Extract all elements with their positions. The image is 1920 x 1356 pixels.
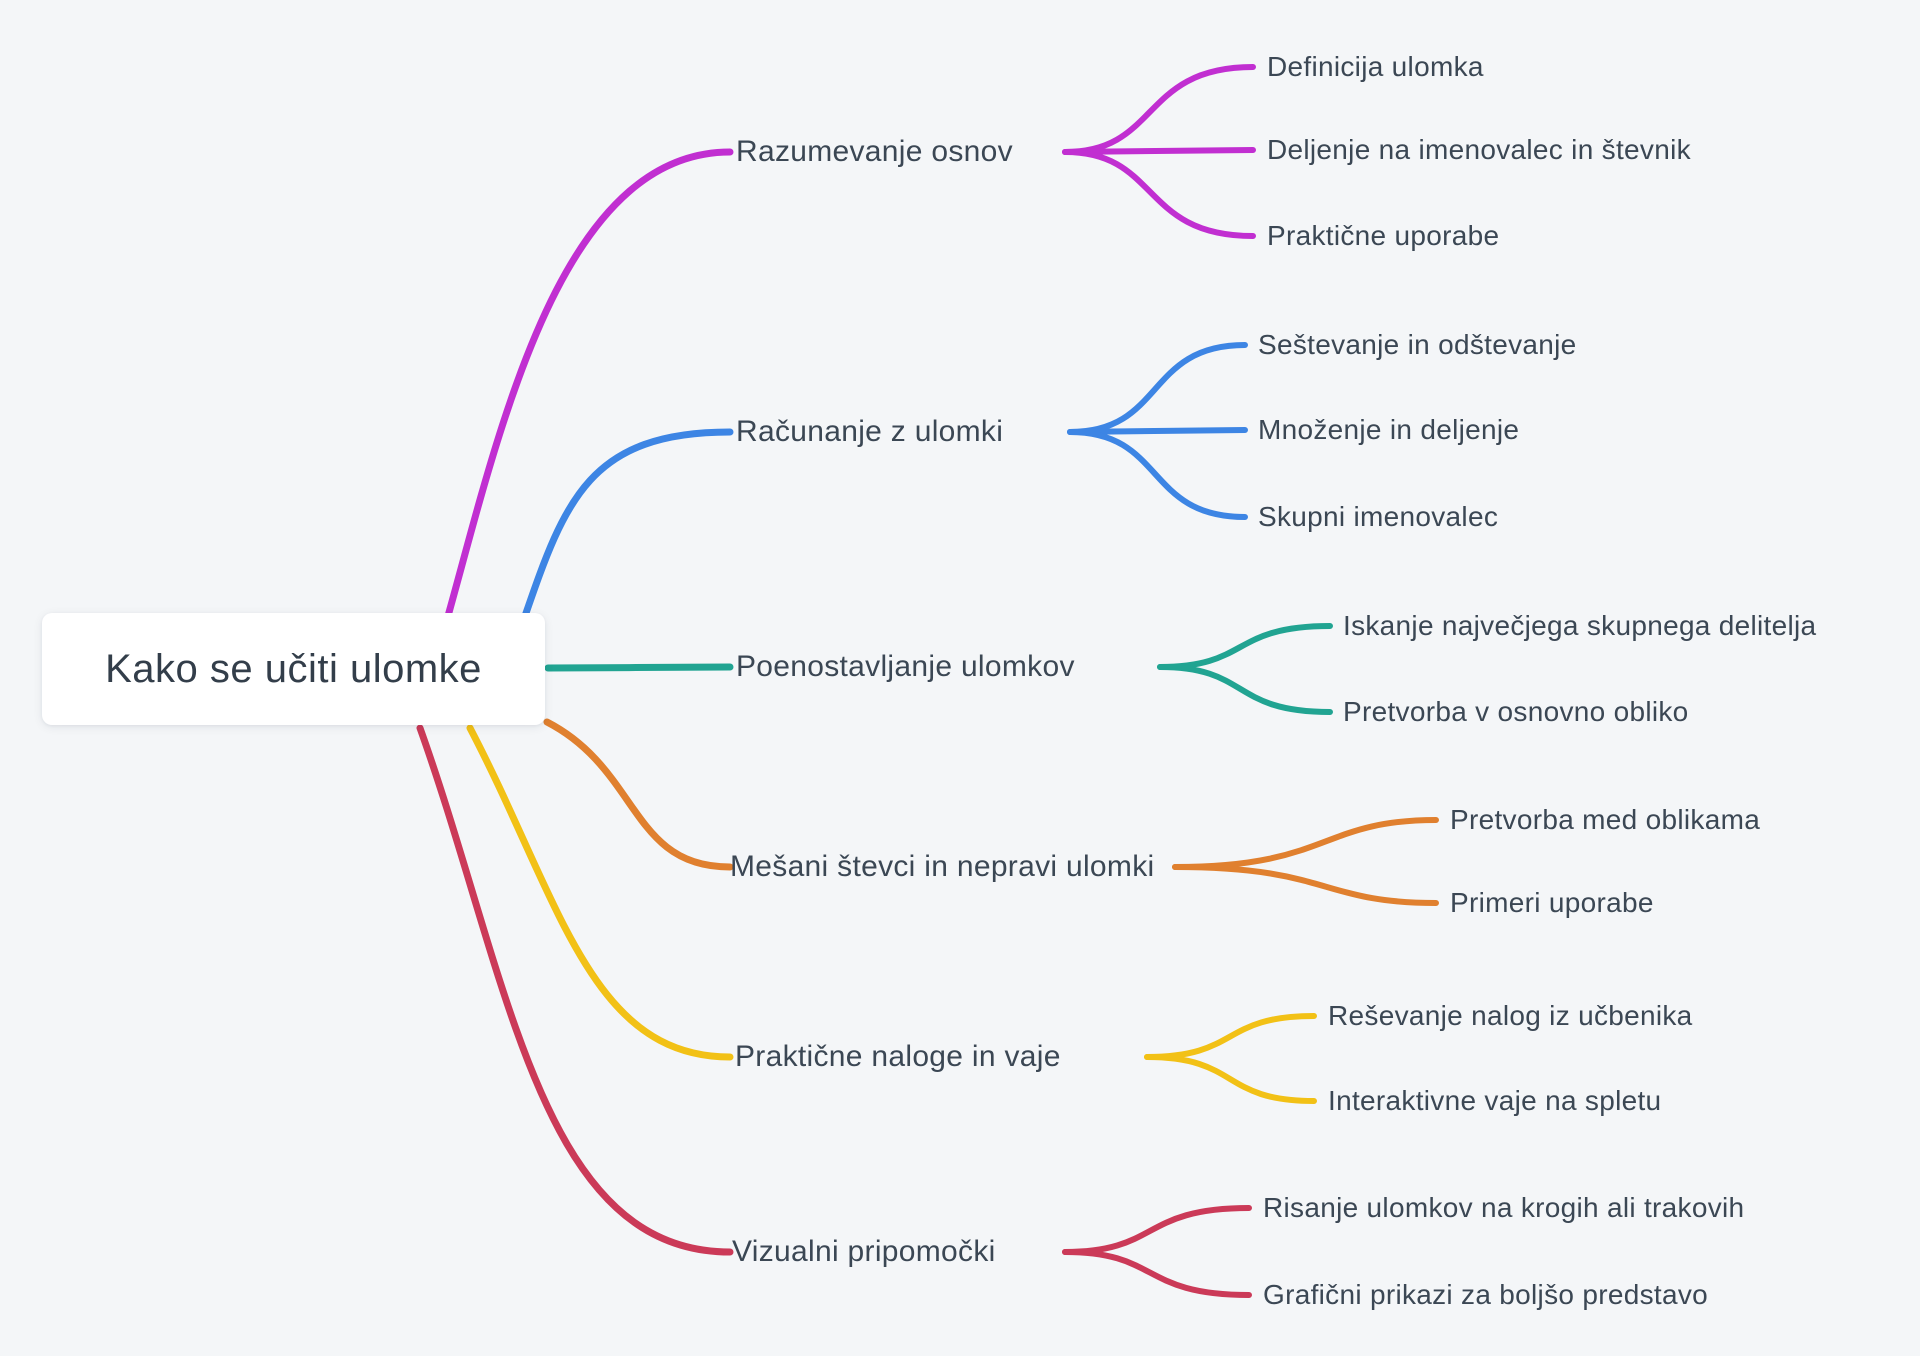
child-connector — [1067, 427, 1248, 435]
branch-curve-vizualni — [416, 724, 734, 1256]
child-node[interactable]: Iskanje največjega skupnega delitelja — [1343, 610, 1817, 641]
branch-node-razumevanje-osnov[interactable]: Razumevanje osnov — [736, 135, 1013, 168]
branch-curve-prakticne — [466, 724, 734, 1061]
child-connector — [1172, 817, 1439, 870]
child-connector — [1144, 1013, 1317, 1060]
child-connector — [1067, 429, 1248, 520]
child-node[interactable]: Interaktivne vaje na spletu — [1328, 1085, 1662, 1116]
branch-curve-razumevanje — [444, 148, 734, 620]
child-node[interactable]: Praktične uporabe — [1267, 220, 1500, 251]
child-node[interactable]: Deljenje na imenovalec in števnik — [1267, 134, 1691, 165]
child-connector — [1062, 1205, 1252, 1255]
child-node[interactable]: Reševanje nalog iz učbenika — [1328, 1000, 1693, 1031]
root-node-label: Kako se učiti ulomke — [105, 646, 482, 691]
branch-curve-racunanje — [521, 428, 734, 620]
branch-curve-mesani — [543, 718, 734, 871]
root-node[interactable]: Kako se učiti ulomke — [42, 613, 545, 725]
branch-node-poenostavljanje-ulomkov[interactable]: Poenostavljanje ulomkov — [736, 650, 1075, 683]
child-connector — [1062, 147, 1256, 155]
child-node[interactable]: Množenje in deljenje — [1258, 414, 1520, 445]
child-connector — [1157, 623, 1333, 670]
branch-node-prakticne-naloge[interactable]: Praktične naloge in vaje — [735, 1040, 1061, 1073]
child-connector — [1067, 342, 1248, 435]
branch-node-vizualni-pripomocki[interactable]: Vizualni pripomočki — [732, 1235, 996, 1268]
child-node[interactable]: Risanje ulomkov na krogih ali trakovih — [1263, 1192, 1745, 1223]
child-node[interactable]: Pretvorba v osnovno obliko — [1343, 696, 1689, 727]
branch-node-mesani-stevci[interactable]: Mešani števci in nepravi ulomki — [730, 850, 1155, 883]
child-connector — [1157, 664, 1333, 715]
branch-node-racunanje-z-ulomki[interactable]: Računanje z ulomki — [736, 415, 1004, 448]
branch-curve-poenostavljanje — [544, 663, 734, 672]
child-node[interactable]: Skupni imenovalec — [1258, 501, 1499, 532]
child-node[interactable]: Definicija ulomka — [1267, 51, 1484, 82]
child-connector — [1062, 64, 1256, 155]
child-node[interactable]: Primeri uporabe — [1450, 887, 1654, 918]
child-node[interactable]: Pretvorba med oblikama — [1450, 804, 1761, 835]
child-connector — [1144, 1054, 1317, 1104]
child-node[interactable]: Grafični prikazi za boljšo predstavo — [1263, 1279, 1708, 1310]
child-connector — [1062, 149, 1256, 239]
child-connector — [1062, 1249, 1252, 1298]
child-node[interactable]: Seštevanje in odštevanje — [1258, 329, 1577, 360]
child-connector — [1172, 864, 1439, 906]
